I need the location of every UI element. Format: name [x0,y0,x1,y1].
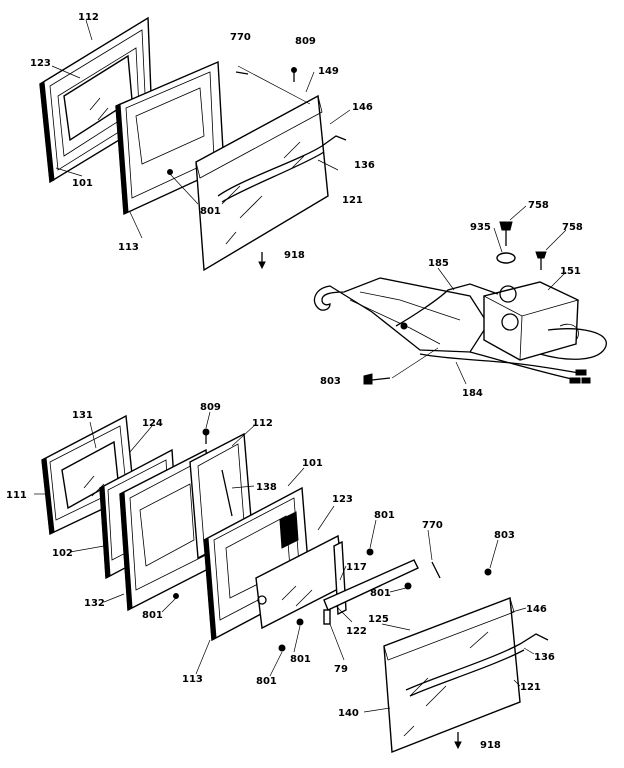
label-111: 111 [6,490,27,501]
label-113: 113 [182,674,203,685]
outer-door-121 [195,94,347,272]
latch-assembly: 758 935 758 185 151 803 184 [313,200,607,399]
latch-motor-151 [482,281,607,361]
label-101: 101 [302,458,323,469]
label-770: 770 [422,520,443,531]
label-122: 122 [346,626,367,637]
label-102: 102 [52,548,73,559]
label-801e: 801 [256,676,277,687]
label-136: 136 [534,652,555,663]
label-125: 125 [368,614,389,625]
label-146: 146 [352,102,373,113]
label-770: 770 [230,32,251,43]
label-113: 113 [118,242,139,253]
label-803: 803 [320,376,341,387]
label-801c: 801 [370,588,391,599]
top-door-assembly: 112 123 770 809 149 146 136 101 801 121 … [30,12,375,272]
label-112: 112 [252,418,273,429]
label-149: 149 [318,66,339,77]
label-935: 935 [470,222,491,233]
label-184: 184 [462,388,483,399]
label-801: 801 [200,206,221,217]
label-124: 124 [142,418,163,429]
label-131: 131 [72,410,93,421]
label-809: 809 [200,402,221,413]
label-121: 121 [520,682,541,693]
label-803: 803 [494,530,515,541]
label-809: 809 [295,36,316,47]
label-918: 918 [284,250,305,261]
label-758b: 758 [562,222,583,233]
label-918: 918 [480,740,501,751]
label-758a: 758 [528,200,549,211]
label-146: 146 [526,604,547,615]
label-121: 121 [342,195,363,206]
label-136: 136 [354,160,375,171]
label-801d: 801 [290,654,311,665]
label-801a: 801 [374,510,395,521]
label-123: 123 [332,494,353,505]
label-140: 140 [338,708,359,719]
label-185: 185 [428,258,449,269]
label-117: 117 [346,562,367,573]
label-138: 138 [256,482,277,493]
label-801b: 801 [142,610,163,621]
label-79: 79 [334,664,348,675]
label-123: 123 [30,58,51,69]
label-112: 112 [78,12,99,23]
outer-door-121-bottom [383,597,549,753]
label-132: 132 [84,598,105,609]
label-151: 151 [560,266,581,277]
label-101: 101 [72,178,93,189]
bottom-door-assembly: 131 124 809 112 101 111 138 123 801 770 … [6,402,555,753]
